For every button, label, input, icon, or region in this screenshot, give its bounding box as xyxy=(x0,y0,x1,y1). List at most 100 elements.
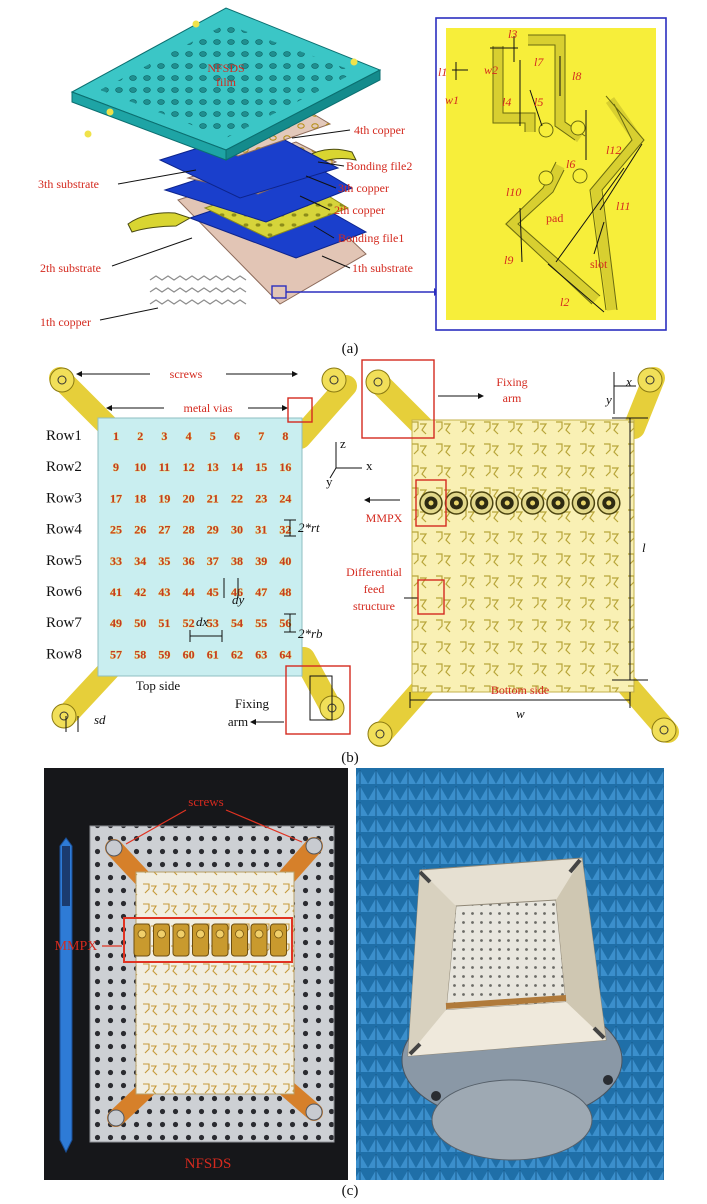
element-number: 1 xyxy=(113,429,119,443)
arm-end xyxy=(321,367,347,393)
element-number: 19 xyxy=(158,491,170,505)
row-label: Row7 xyxy=(46,615,82,631)
screw-hole xyxy=(57,375,67,385)
dim-label: l8 xyxy=(572,69,581,83)
element-number: 49 xyxy=(110,616,122,630)
zoom-via xyxy=(538,122,554,138)
element-number: 37 xyxy=(207,554,219,568)
fixture-inner-wall xyxy=(445,899,567,1011)
element-number: 25 xyxy=(110,523,122,537)
nfsds-film-edge-right xyxy=(225,69,381,161)
dim-label: w2 xyxy=(484,63,498,77)
arm-end xyxy=(637,367,663,393)
mmpx-box xyxy=(123,917,293,963)
metal-vias-highlight xyxy=(287,397,313,423)
mmpx-highlight xyxy=(415,479,447,527)
panel-c: screws MMPX NFSDS (c) xyxy=(44,768,664,1199)
element-number: 7 xyxy=(258,429,264,443)
caption-a: (a) xyxy=(342,341,359,357)
screw-hole xyxy=(59,711,69,721)
mmpx-connector-pin xyxy=(504,500,510,506)
arm-end xyxy=(651,717,677,743)
axis-x: x xyxy=(366,458,373,473)
arrowhead xyxy=(364,497,370,503)
element-number: 60 xyxy=(183,647,195,661)
fixture-side-left xyxy=(408,870,456,1056)
fixture-side-right xyxy=(556,858,606,1040)
dim-label: l9 xyxy=(504,253,513,267)
screw xyxy=(105,839,123,857)
antenna-board-photo xyxy=(135,871,295,1095)
element-number: 61 xyxy=(207,647,219,661)
gold-connector-face xyxy=(254,929,264,939)
dim-y: y xyxy=(604,392,612,407)
photo-left: screws MMPX NFSDS xyxy=(44,768,348,1180)
diff-feed-label: feed xyxy=(364,582,385,596)
dim-label: w1 xyxy=(445,93,459,107)
element-number: 8 xyxy=(282,429,288,443)
row-label: Row5 xyxy=(46,553,82,569)
bottom-elements xyxy=(149,275,247,305)
screws-leader xyxy=(125,809,187,845)
fixture-corner-screws xyxy=(408,858,606,1056)
film-screw-hole xyxy=(192,20,200,28)
screws-label: screws xyxy=(170,367,203,381)
row-label: Row4 xyxy=(46,522,82,538)
arrowhead xyxy=(250,719,256,725)
layer-label: 1th copper xyxy=(40,315,91,329)
dim-label: l10 xyxy=(506,185,521,199)
diff-feed-label: Differential xyxy=(346,565,402,579)
stage-bolt xyxy=(431,1091,441,1101)
gold-mmpx-connector xyxy=(270,923,287,957)
layer-label: Bonding file1 xyxy=(338,231,404,245)
screws-label: screws xyxy=(188,794,223,809)
arrowhead xyxy=(292,371,298,377)
mmpx-label: MMPX xyxy=(55,939,98,954)
layer-label: 1th substrate xyxy=(352,261,413,275)
dim-dy: dy xyxy=(232,592,245,607)
panel-a: NFSDS film 4th copper Bonding file2 3th … xyxy=(38,7,667,357)
layer-label: 3th substrate xyxy=(38,177,99,191)
dim-w: w xyxy=(516,706,525,721)
axes-icon: z x y xyxy=(326,436,373,489)
element-number: 34 xyxy=(134,554,146,568)
gold-connector-face xyxy=(235,929,244,939)
dim-label: l2 xyxy=(560,295,569,309)
element-number: 9 xyxy=(113,460,119,474)
screw-hole xyxy=(375,729,385,739)
mmpx-connector-pin xyxy=(530,500,536,506)
layer-label: Bonding file2 xyxy=(346,159,412,173)
dim-l: l xyxy=(642,540,646,555)
feed-element-array xyxy=(412,420,634,692)
exploded-layer-stack: NFSDS film xyxy=(70,7,382,305)
diff-feed-highlight xyxy=(417,579,445,615)
dim-rb: 2*rb xyxy=(298,626,323,641)
fixing-arm-label: arm xyxy=(228,714,248,729)
mmpx-connector-pin xyxy=(428,500,434,506)
zoom-via xyxy=(570,120,586,136)
gold-connector-face xyxy=(274,929,283,939)
board-dimensions xyxy=(409,372,648,708)
film-screw-hole xyxy=(84,130,92,138)
dim-label: l11 xyxy=(616,199,630,213)
layer-label: 3th copper xyxy=(338,181,389,195)
screw-hole xyxy=(373,377,383,387)
mmpx-label: MMPX xyxy=(366,511,403,525)
arm-end xyxy=(365,369,391,395)
left-arm-lower xyxy=(127,212,192,233)
screw xyxy=(305,1103,323,1121)
photo-right xyxy=(356,768,664,1180)
gold-connector-face xyxy=(215,929,225,939)
element-number: 21 xyxy=(207,491,219,505)
element-number: 41 xyxy=(110,585,122,599)
bottom-side-view: Fixing arm MMPX Differential feed struct… xyxy=(346,359,679,747)
element-number: 24 xyxy=(279,491,291,505)
gold-connector-row xyxy=(133,923,287,957)
layer-label: 2th substrate xyxy=(40,261,101,275)
element-number: 12 xyxy=(183,460,195,474)
element-number: 62 xyxy=(231,647,243,661)
film-screw-hole xyxy=(350,58,358,66)
